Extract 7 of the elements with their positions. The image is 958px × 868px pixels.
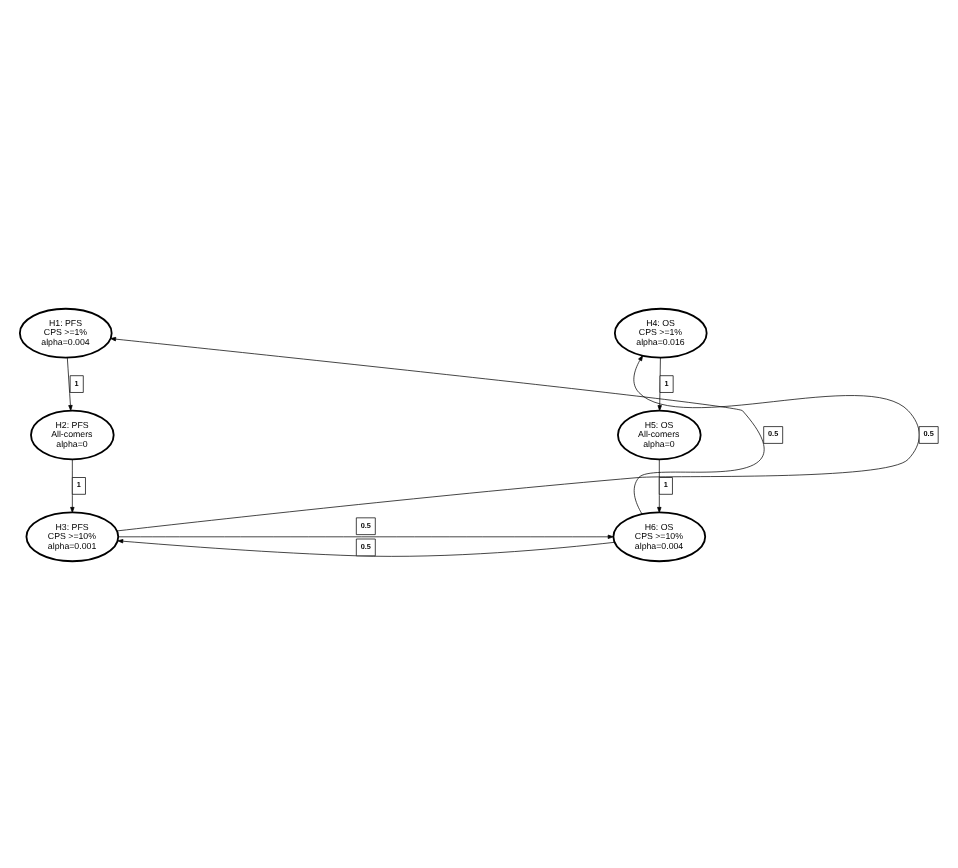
arrow bbox=[70, 458, 75, 512]
arrow bbox=[66, 356, 73, 410]
arrow bbox=[657, 458, 662, 512]
arrow bbox=[118, 533, 614, 538]
arrow bbox=[110, 336, 765, 514]
arrow bbox=[657, 356, 662, 410]
arrow bbox=[116, 354, 920, 531]
